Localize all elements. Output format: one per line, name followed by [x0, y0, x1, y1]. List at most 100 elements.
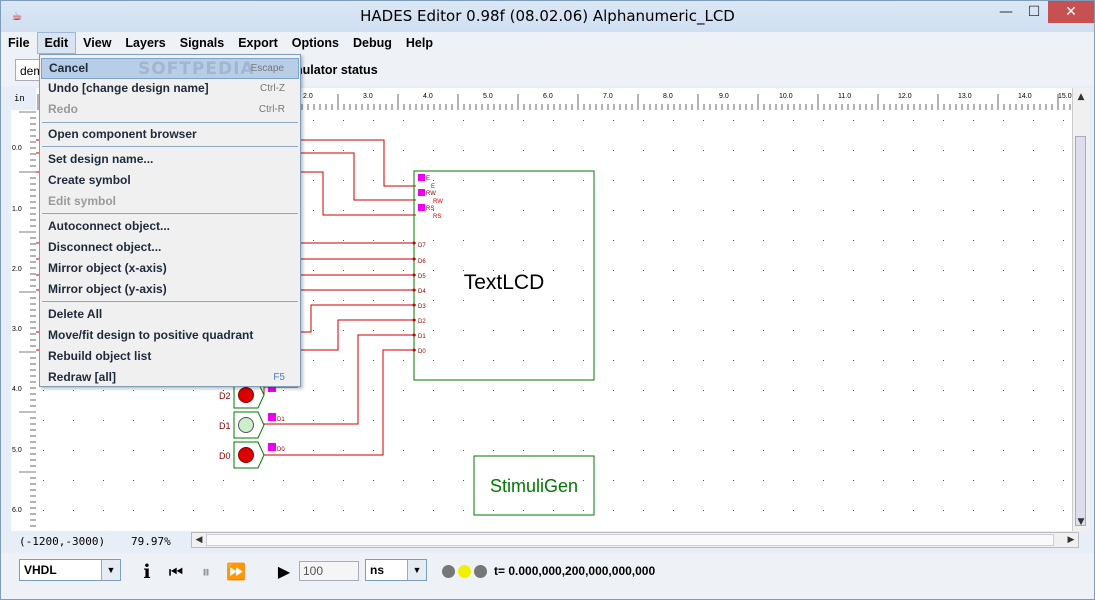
grid-dot — [793, 510, 794, 511]
steps-input[interactable]: 100 — [299, 561, 359, 581]
menu-options[interactable]: Options — [291, 36, 340, 50]
menu-item-mirror-x[interactable]: Mirror object (x-axis) — [41, 258, 299, 279]
horizontal-scrollbar[interactable]: ◀ ▶ — [191, 532, 1079, 548]
menu-signals[interactable]: Signals — [179, 36, 225, 50]
grid-dot — [463, 390, 464, 391]
scroll-left-icon[interactable]: ◀ — [195, 535, 203, 545]
switch-d2[interactable]: D2 — [219, 381, 276, 409]
pin-rw[interactable] — [418, 189, 425, 196]
menu-item-redraw-all[interactable]: Redraw [all] F5 — [41, 367, 299, 388]
maximize-button[interactable]: ☐ — [1027, 4, 1041, 20]
grid-dot — [703, 510, 704, 511]
grid-dot — [883, 390, 884, 391]
menu-item-set-design-name[interactable]: Set design name... — [41, 149, 299, 170]
grid-dot — [283, 420, 284, 421]
pin-rs[interactable] — [418, 204, 425, 211]
grid-dot — [1033, 480, 1034, 481]
grid-dot — [493, 480, 494, 481]
pause-icon[interactable]: ⏸ — [201, 562, 210, 581]
language-value: VHDL — [24, 563, 57, 577]
grid-dot — [823, 240, 824, 241]
grid-dot — [463, 480, 464, 481]
menu-layers[interactable]: Layers — [125, 36, 166, 50]
grid-dot — [463, 240, 464, 241]
play-icon[interactable]: ▶ — [277, 562, 291, 581]
menu-item-redo[interactable]: Redo Ctrl-R — [41, 99, 299, 120]
grid-dot — [523, 450, 524, 451]
time-unit-select[interactable]: ns ▼ — [365, 559, 427, 581]
menu-item-edit-symbol[interactable]: Edit symbol — [41, 191, 299, 212]
menu-item-cancel[interactable]: Cancel Escape — [41, 58, 299, 79]
grid-dot — [493, 510, 494, 511]
grid-dot — [583, 300, 584, 301]
grid-dot — [703, 150, 704, 151]
menu-file[interactable]: File — [8, 36, 30, 50]
menu-item-create-symbol[interactable]: Create symbol — [41, 170, 299, 191]
grid-dot — [553, 240, 554, 241]
horizontal-scroll-thumb[interactable] — [206, 534, 1054, 546]
switch-d1[interactable]: D1 D1 — [219, 411, 285, 439]
minimize-button[interactable]: — — [999, 4, 1013, 20]
menu-item-open-component-browser[interactable]: Open component browser — [41, 124, 299, 145]
grid-dot — [223, 450, 224, 451]
menu-item-autoconnect[interactable]: Autoconnect object... — [41, 216, 299, 237]
menu-help[interactable]: Help — [405, 36, 433, 50]
vertical-scroll-thumb[interactable] — [1075, 136, 1086, 526]
switch-label: D1 — [219, 421, 231, 431]
menu-item-undo[interactable]: Undo [change design name] Ctrl-Z — [41, 78, 299, 99]
scroll-down-icon[interactable]: ▼ — [1077, 517, 1085, 527]
grid-dot — [613, 390, 614, 391]
pin-label: D6 — [418, 259, 426, 265]
grid-dot — [913, 270, 914, 271]
grid-dot — [1063, 210, 1064, 211]
grid-dot — [643, 360, 644, 361]
pin-e[interactable] — [418, 174, 425, 181]
grid-dot — [793, 240, 794, 241]
grid-dot — [1033, 330, 1034, 331]
grid-dot — [823, 270, 824, 271]
chevron-down-icon[interactable]: ▼ — [101, 560, 120, 580]
language-select[interactable]: VHDL ▼ — [19, 559, 121, 581]
stimuligen-block[interactable] — [473, 455, 595, 516]
grid-dot — [613, 330, 614, 331]
grid-dot — [1033, 120, 1034, 121]
grid-dot — [883, 480, 884, 481]
menu-item-disconnect[interactable]: Disconnect object... — [41, 237, 299, 258]
grid-dot — [853, 210, 854, 211]
grid-dot — [913, 120, 914, 121]
grid-dot — [523, 510, 524, 511]
menu-edit[interactable]: Edit — [36, 32, 77, 54]
scroll-up-icon[interactable]: ▲ — [1077, 92, 1085, 102]
grid-dot — [823, 180, 824, 181]
menu-item-move-fit[interactable]: Move/fit design to positive quadrant — [41, 325, 299, 346]
title-bar[interactable]: ☕ HADES Editor 0.98f (08.02.06) Alphanum… — [1, 1, 1094, 32]
grid-dot — [853, 510, 854, 511]
switch-d0[interactable]: D0 D0 — [219, 441, 285, 469]
menu-item-rebuild-object-list[interactable]: Rebuild object list — [41, 346, 299, 367]
menu-item-delete-all[interactable]: Delete All — [41, 304, 299, 325]
info-icon[interactable]: i — [143, 561, 151, 583]
grid-dot — [1003, 390, 1004, 391]
grid-dot — [433, 180, 434, 181]
menu-debug[interactable]: Debug — [353, 36, 392, 50]
h-tick-label: 7.0 — [603, 93, 613, 100]
grid-dot — [1033, 360, 1034, 361]
grid-dot — [433, 450, 434, 451]
grid-dot — [403, 300, 404, 301]
grid-dot — [763, 300, 764, 301]
menu-export[interactable]: Export — [238, 36, 278, 50]
grid-dot — [43, 450, 44, 451]
grid-dot — [103, 390, 104, 391]
rewind-icon[interactable]: ⏮ — [168, 562, 184, 581]
scroll-right-icon[interactable]: ▶ — [1067, 535, 1075, 545]
grid-dot — [913, 390, 914, 391]
vertical-scrollbar[interactable]: ▲ ▼ — [1072, 88, 1089, 531]
menu-separator — [42, 213, 298, 214]
chevron-down-icon[interactable]: ▼ — [407, 560, 426, 580]
grid-dot — [793, 420, 794, 421]
fast-forward-icon[interactable]: ⏩ — [226, 562, 246, 581]
grid-dot — [943, 150, 944, 151]
close-button[interactable]: ✕ — [1048, 1, 1094, 23]
menu-item-mirror-y[interactable]: Mirror object (y-axis) — [41, 279, 299, 300]
menu-view[interactable]: View — [83, 36, 112, 50]
